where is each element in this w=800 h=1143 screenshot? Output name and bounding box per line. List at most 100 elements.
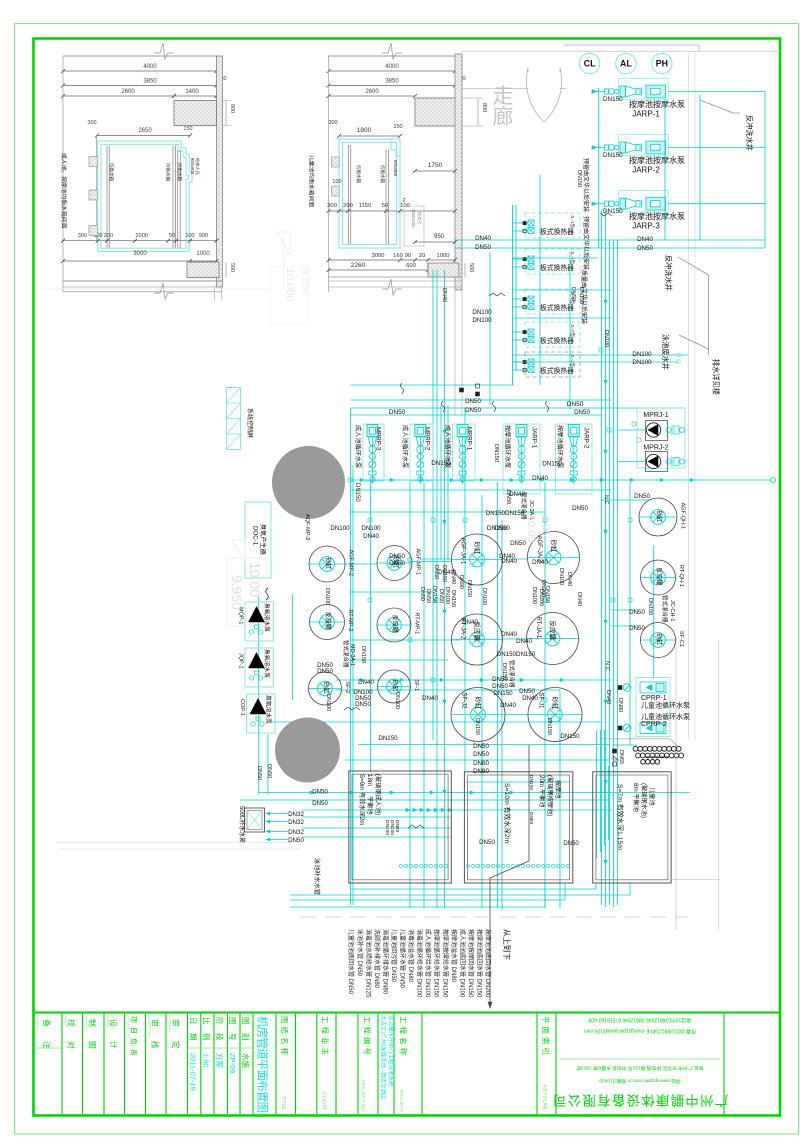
svg-text:DN100: DN100 <box>603 330 609 347</box>
svg-text:DN100: DN100 <box>531 587 537 604</box>
svg-text:DN50: DN50 <box>465 407 481 414</box>
svg-text:儿童池池底回水管 DN50: 儿童池池底回水管 DN50 <box>347 929 355 995</box>
svg-text:2: 2 <box>402 198 405 204</box>
svg-text:例: 例 <box>202 1033 212 1041</box>
svg-text:DN150: DN150 <box>354 483 360 502</box>
svg-text:PROJECT CHIEF: PROJECT CHIEF <box>127 1016 131 1040</box>
svg-text:50: 50 <box>382 203 388 209</box>
svg-text:面: 面 <box>541 1027 550 1035</box>
svg-text:1000: 1000 <box>196 251 210 257</box>
svg-text:DN100: DN100 <box>330 525 350 532</box>
svg-text:平: 平 <box>541 1016 550 1024</box>
svg-text:业: 业 <box>321 1037 331 1045</box>
svg-text:DN50: DN50 <box>492 676 508 683</box>
svg-text:JQP-1: JQP-1 <box>238 653 244 669</box>
svg-text:称: 称 <box>280 1048 290 1056</box>
svg-text:按摩池循环水泵: 按摩池循环水泵 <box>504 425 512 468</box>
svg-text:DN40: DN40 <box>363 533 379 540</box>
svg-text:DN50: DN50 <box>494 525 510 532</box>
svg-text:砂缸: 砂缸 <box>550 540 559 554</box>
svg-text:广州中鹏康体设备有限公司: 广州中鹏康体设备有限公司 <box>552 1093 728 1109</box>
svg-text:10.00: 10.00 <box>247 562 263 597</box>
svg-text:DN50: DN50 <box>312 789 328 796</box>
svg-text:DN50: DN50 <box>389 409 406 416</box>
svg-text:JL-1型: JL-1型 <box>570 215 576 229</box>
svg-text:DN40: DN40 <box>516 638 532 645</box>
svg-text:9.95: 9.95 <box>539 515 551 536</box>
svg-text:CL: CL <box>584 59 596 69</box>
svg-text:方案: 方案 <box>215 1053 225 1069</box>
svg-text:DN40: DN40 <box>441 288 447 302</box>
svg-text:计: 计 <box>108 1041 118 1049</box>
svg-text:AL: AL <box>620 59 632 69</box>
svg-text:成人池循环水泵: 成人池循环水泵 <box>354 425 362 468</box>
svg-text:纸: 纸 <box>280 1027 290 1035</box>
svg-text:DN40: DN40 <box>576 592 582 606</box>
svg-text:均衡水箱: 均衡水箱 <box>165 163 172 181</box>
svg-text:150: 150 <box>393 124 402 130</box>
svg-text:DN150: DN150 <box>578 287 584 304</box>
svg-text:成人池循环水泵: 成人池循环水泵 <box>401 425 409 468</box>
svg-text:DN50: DN50 <box>312 800 328 807</box>
svg-text:工: 工 <box>362 1016 371 1024</box>
svg-text:管式混合器: 管式混合器 <box>661 595 669 623</box>
svg-text:JARP-2: JARP-2 <box>583 427 590 449</box>
svg-text:PROJECT: PROJECT <box>398 1090 404 1112</box>
svg-text:DN50: DN50 <box>288 837 304 844</box>
svg-text:DN50: DN50 <box>492 683 508 690</box>
svg-text:DN40: DN40 <box>509 491 525 498</box>
svg-text:均衡水箱: 均衡水箱 <box>176 163 183 181</box>
svg-text:DN50: DN50 <box>637 245 653 252</box>
svg-text:DN100: DN100 <box>394 692 400 709</box>
svg-text:2000: 2000 <box>135 233 147 239</box>
svg-text:成人池循环水泵: 成人池循环水泵 <box>444 425 452 468</box>
svg-text:DN100: DN100 <box>384 820 390 835</box>
svg-text:水施: 水施 <box>241 1053 251 1069</box>
svg-text:DN80: DN80 <box>473 768 489 775</box>
svg-text:DN50: DN50 <box>438 589 444 603</box>
svg-text:检修孔: 检修孔 <box>416 212 423 225</box>
svg-text:反冲洗水井: 反冲洗水井 <box>664 255 673 291</box>
svg-text:DN150: DN150 <box>560 733 580 740</box>
svg-text:按摩池按摩水泵: 按摩池按摩水泵 <box>629 155 685 165</box>
svg-text:儿童池循环水泵: 儿童池循环水泵 <box>641 701 690 710</box>
svg-text:DN50: DN50 <box>389 560 405 567</box>
svg-text:SF-1: SF-1 <box>413 679 419 691</box>
svg-text:(玻璃钢水池): (玻璃钢水池) <box>640 783 648 818</box>
svg-text:SF-C1: SF-C1 <box>678 631 684 647</box>
svg-text:(玻璃钢按摩池): (玻璃钢按摩池) <box>546 775 554 816</box>
svg-text:泳池补水管 DN50: 泳池补水管 DN50 <box>356 929 364 977</box>
svg-text:DN150: DN150 <box>431 586 437 603</box>
svg-text:8m 平衡池: 8m 平衡池 <box>632 783 640 812</box>
svg-text:DN40: DN40 <box>637 236 653 243</box>
svg-text:DN50: DN50 <box>433 565 439 579</box>
svg-text:儿童池回污管 DN50: 儿童池回污管 DN50 <box>390 929 398 983</box>
svg-text:DN150DN150: DN150DN150 <box>486 510 525 517</box>
svg-text:消毒池水喷给水管 DN125: 消毒池水喷给水管 DN125 <box>364 929 372 998</box>
svg-text:砂缸: 砂缸 <box>392 556 400 568</box>
svg-text:150: 150 <box>183 126 192 132</box>
svg-text:称: 称 <box>398 1048 408 1056</box>
svg-text:板式换热器: 板式换热器 <box>540 366 574 375</box>
svg-text:DN40: DN40 <box>501 558 517 565</box>
svg-text:DN40: DN40 <box>450 570 456 584</box>
svg-text:设: 设 <box>108 1019 118 1027</box>
svg-text:DN100: DN100 <box>472 309 492 316</box>
svg-text:成人池循环给水管 DN100: 成人池循环给水管 DN100 <box>424 929 432 998</box>
svg-text:800: 800 <box>481 103 487 112</box>
svg-text:地址:广州市 天河区 体育西 路191号 中石化 大厦B塔: 地址:广州市 天河区 体育西 路191号 中石化 大厦B塔 2603房 <box>576 1064 703 1071</box>
svg-text:系统控制屏: 系统控制屏 <box>246 408 254 438</box>
svg-text:200: 200 <box>104 233 113 239</box>
svg-text:100: 100 <box>332 179 341 185</box>
svg-text:按摩池循环水泵: 按摩池循环水泵 <box>556 425 564 468</box>
svg-text:MD-3A-1: MD-3A-1 <box>349 644 355 666</box>
svg-text:JC-3A-1: JC-3A-1 <box>528 500 534 520</box>
svg-text:4000: 4000 <box>385 64 399 70</box>
svg-text:太古汇(广州)发展项目--酒店及酒店: 太古汇(广州)发展项目--酒店及酒店 <box>380 1015 388 1100</box>
svg-text:200: 200 <box>343 203 353 209</box>
svg-text:(玻璃钢成人池): (玻璃钢成人池) <box>374 774 382 815</box>
svg-text:SF-2: SF-2 <box>344 681 350 693</box>
svg-text:DN50: DN50 <box>629 609 645 616</box>
svg-text:DN40: DN40 <box>422 695 438 702</box>
svg-text:砂缸: 砂缸 <box>474 697 483 711</box>
